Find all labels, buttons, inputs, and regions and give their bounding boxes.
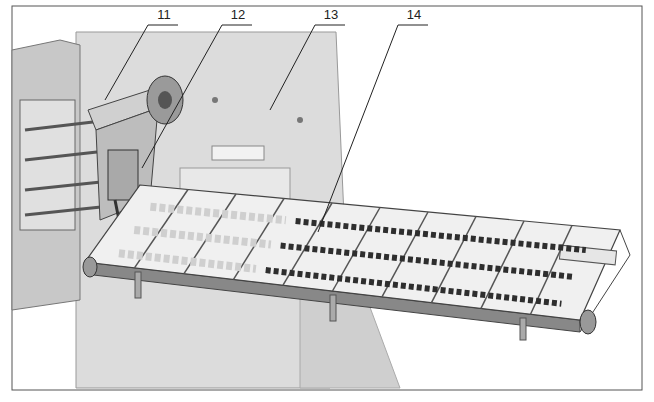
belt-surface xyxy=(85,185,620,320)
plate-hole xyxy=(212,97,218,103)
roller xyxy=(83,257,97,277)
belt-end xyxy=(620,230,630,255)
plate-hole xyxy=(297,117,303,123)
conveyor-legs xyxy=(135,272,526,340)
figure-frame xyxy=(12,6,642,390)
callout-text: 14 xyxy=(406,7,422,22)
callout-number: 14 xyxy=(400,8,428,22)
drive-wheel xyxy=(147,76,183,124)
light-parts xyxy=(119,207,286,269)
leader-lines xyxy=(105,25,428,232)
callout-text: 13 xyxy=(323,7,339,22)
roller xyxy=(580,310,596,334)
plate-window xyxy=(212,146,264,160)
dark-parts xyxy=(266,221,586,304)
wheel-hub xyxy=(158,91,172,109)
callout-text: 12 xyxy=(230,7,246,22)
callout-text: 11 xyxy=(156,7,172,22)
callout-number: 12 xyxy=(224,8,252,22)
gripper-block xyxy=(108,150,138,200)
callout-number: 13 xyxy=(317,8,345,22)
machine-column xyxy=(12,40,80,310)
callout-number: 11 xyxy=(150,8,178,22)
